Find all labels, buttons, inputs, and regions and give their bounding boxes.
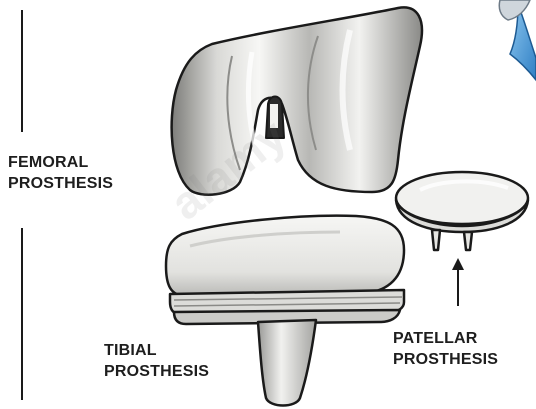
tibial-prosthesis-label: TIBIAL PROSTHESIS <box>104 340 209 382</box>
femoral-prosthesis-label: FEMORAL PROSTHESIS <box>8 152 113 194</box>
femoral-label-line-1: FEMORAL <box>8 152 113 173</box>
femoral-label-line-2: PROSTHESIS <box>8 173 113 194</box>
tibial-label-line-2: PROSTHESIS <box>104 361 209 382</box>
patellar-prosthesis <box>396 172 528 250</box>
patellar-prosthesis-label: PATELLAR PROSTHESIS <box>393 328 498 370</box>
tibial-label-line-1: TIBIAL <box>104 340 209 361</box>
grey-fragment-top-right <box>499 0 530 20</box>
patellar-label-line-2: PROSTHESIS <box>393 349 498 370</box>
patellar-pointer-arrow <box>452 258 464 306</box>
patellar-label-line-1: PATELLAR <box>393 328 498 349</box>
